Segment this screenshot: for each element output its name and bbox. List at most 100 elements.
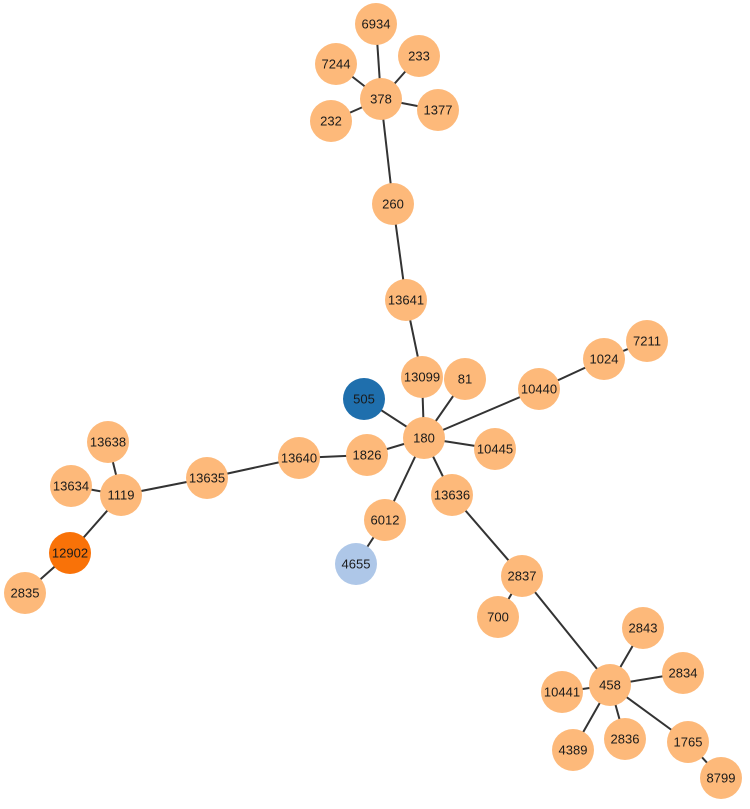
node-circle-700[interactable] (477, 596, 519, 638)
node-label-8799: 8799 (707, 771, 736, 786)
edge-2837-458 (521, 575, 611, 686)
node-label-2836: 2836 (611, 732, 640, 747)
node-circle-13638[interactable] (87, 421, 129, 463)
node-232[interactable]: 232 (310, 100, 352, 142)
node-4655[interactable]: 4655 (335, 543, 377, 585)
node-7211[interactable]: 7211 (626, 320, 668, 362)
node-260[interactable]: 260 (372, 183, 414, 225)
node-4389[interactable]: 4389 (552, 729, 594, 771)
node-13634[interactable]: 13634 (50, 465, 92, 507)
node-circle-13641[interactable] (385, 279, 427, 321)
node-label-4655: 4655 (342, 557, 371, 572)
node-1119[interactable]: 1119 (100, 474, 142, 516)
node-label-458: 458 (599, 678, 621, 693)
node-circle-232[interactable] (310, 100, 352, 142)
node-circle-13099[interactable] (401, 356, 443, 398)
node-label-10445: 10445 (477, 442, 513, 457)
node-8799[interactable]: 8799 (700, 757, 742, 799)
node-233[interactable]: 233 (398, 35, 440, 77)
node-2837[interactable]: 2837 (501, 555, 543, 597)
node-2835[interactable]: 2835 (4, 572, 46, 614)
node-circle-2837[interactable] (501, 555, 543, 597)
node-circle-10445[interactable] (474, 428, 516, 470)
node-circle-378[interactable] (360, 78, 402, 120)
node-circle-180[interactable] (403, 417, 445, 459)
node-label-700: 700 (487, 610, 509, 625)
node-circle-8799[interactable] (700, 757, 742, 799)
node-circle-1377[interactable] (417, 89, 459, 131)
node-circle-7211[interactable] (626, 320, 668, 362)
node-7244[interactable]: 7244 (315, 43, 357, 85)
node-1024[interactable]: 1024 (583, 338, 625, 380)
node-circle-4655[interactable] (335, 543, 377, 585)
node-label-13641: 13641 (388, 293, 424, 308)
node-label-1826: 1826 (353, 448, 382, 463)
node-circle-4389[interactable] (552, 729, 594, 771)
node-label-1119: 1119 (108, 488, 135, 503)
node-label-260: 260 (382, 197, 404, 212)
node-circle-2843[interactable] (622, 607, 664, 649)
node-13636[interactable]: 13636 (431, 474, 473, 516)
node-label-378: 378 (370, 92, 392, 107)
node-label-1765: 1765 (674, 735, 703, 750)
node-505[interactable]: 505 (343, 378, 385, 420)
node-13638[interactable]: 13638 (87, 421, 129, 463)
node-13641[interactable]: 13641 (385, 279, 427, 321)
node-circle-6934[interactable] (355, 3, 397, 45)
node-circle-1119[interactable] (100, 474, 142, 516)
node-circle-2834[interactable] (662, 652, 704, 694)
node-circle-2836[interactable] (604, 718, 646, 760)
node-2843[interactable]: 2843 (622, 607, 664, 649)
node-label-6012: 6012 (371, 513, 400, 528)
node-10441[interactable]: 10441 (541, 671, 583, 713)
node-label-7244: 7244 (322, 57, 351, 72)
node-label-4389: 4389 (559, 743, 588, 758)
node-81[interactable]: 81 (444, 358, 486, 400)
node-2836[interactable]: 2836 (604, 718, 646, 760)
node-circle-260[interactable] (372, 183, 414, 225)
node-label-2834: 2834 (669, 666, 698, 681)
node-6012[interactable]: 6012 (364, 499, 406, 541)
node-label-13636: 13636 (434, 488, 470, 503)
node-circle-1024[interactable] (583, 338, 625, 380)
node-label-1377: 1377 (424, 103, 453, 118)
node-circle-13640[interactable] (278, 437, 320, 479)
node-circle-1826[interactable] (346, 434, 388, 476)
node-circle-10440[interactable] (518, 368, 560, 410)
node-label-13640: 13640 (281, 451, 317, 466)
node-10445[interactable]: 10445 (474, 428, 516, 470)
node-10440[interactable]: 10440 (518, 368, 560, 410)
node-circle-12902[interactable] (49, 532, 91, 574)
node-label-13099: 13099 (404, 370, 440, 385)
node-180[interactable]: 180 (403, 417, 445, 459)
node-13099[interactable]: 13099 (401, 356, 443, 398)
node-circle-81[interactable] (444, 358, 486, 400)
node-circle-13634[interactable] (50, 465, 92, 507)
node-label-2843: 2843 (629, 621, 658, 636)
node-circle-13636[interactable] (431, 474, 473, 516)
node-circle-10441[interactable] (541, 671, 583, 713)
node-circle-13635[interactable] (186, 457, 228, 499)
node-circle-6012[interactable] (364, 499, 406, 541)
node-6934[interactable]: 6934 (355, 3, 397, 45)
node-label-6934: 6934 (362, 17, 391, 32)
node-circle-1765[interactable] (667, 721, 709, 763)
node-circle-458[interactable] (589, 664, 631, 706)
node-12902[interactable]: 12902 (49, 532, 91, 574)
node-13635[interactable]: 13635 (186, 457, 228, 499)
node-circle-2835[interactable] (4, 572, 46, 614)
node-1377[interactable]: 1377 (417, 89, 459, 131)
node-700[interactable]: 700 (477, 596, 519, 638)
node-1826[interactable]: 1826 (346, 434, 388, 476)
node-label-10441: 10441 (544, 685, 580, 700)
node-2834[interactable]: 2834 (662, 652, 704, 694)
node-13640[interactable]: 13640 (278, 437, 320, 479)
node-label-13635: 13635 (189, 471, 225, 486)
node-1765[interactable]: 1765 (667, 721, 709, 763)
node-458[interactable]: 458 (589, 664, 631, 706)
node-circle-7244[interactable] (315, 43, 357, 85)
node-circle-505[interactable] (343, 378, 385, 420)
node-378[interactable]: 378 (360, 78, 402, 120)
node-circle-233[interactable] (398, 35, 440, 77)
